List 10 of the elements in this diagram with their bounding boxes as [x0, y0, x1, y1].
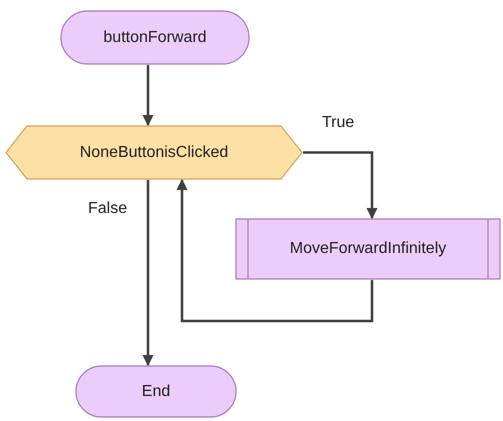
node-label: End: [142, 382, 170, 400]
arrow: [142, 65, 154, 126]
node-label: NoneButtonisClicked: [80, 144, 228, 162]
arrow: [303, 151, 378, 220]
arrow: [176, 178, 374, 322]
subroutine-box: [235, 218, 501, 280]
node-label: MoveForwardInfinitely: [290, 240, 446, 258]
node-label: buttonForward: [103, 28, 207, 46]
decision-hexagon: [5, 125, 303, 180]
arrow: [142, 180, 154, 366]
